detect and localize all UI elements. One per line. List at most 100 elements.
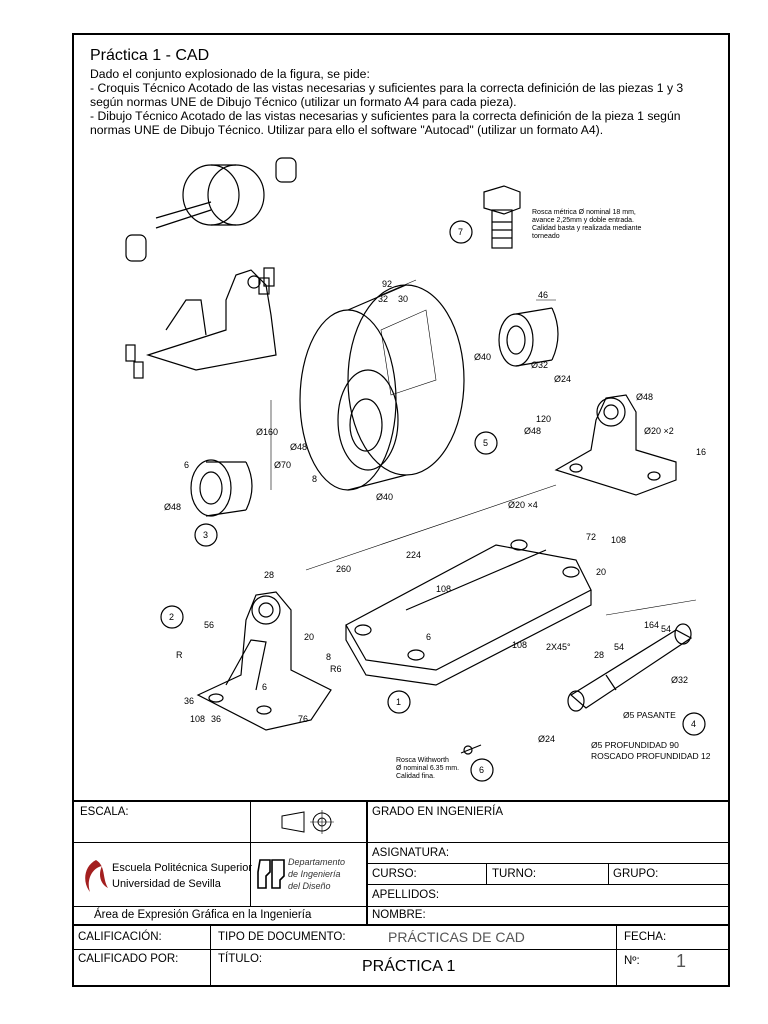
dim-d32b: Ø32 [671,675,688,685]
dim-d70: Ø70 [274,460,291,470]
department-line-1: Departamento [288,857,346,867]
grado-label: GRADO EN INGENIERÍA [372,806,503,818]
department-line-3: del Diseño [288,881,331,891]
part-number-balloons [160,220,706,782]
tb-line [486,863,487,884]
calificacion-label: CALIFICACIÓN: [78,931,162,943]
bolt-part-7 [483,185,521,249]
dim-6b: 6 [426,632,431,642]
tb-line [608,863,609,884]
dim-20: 20 [596,567,606,577]
dim-20b: 20 [304,632,314,642]
asignatura-label: ASIGNATURA: [372,847,450,859]
shaft-note-3: ROSCADO PROFUNDIDAD 12 [591,751,711,761]
dim-d48a: Ø48 [290,442,307,452]
dim-72: 72 [586,532,596,542]
bracket-part-2 [196,591,332,731]
assembly-overview-sketch [125,157,297,379]
dim-6c: 6 [262,682,267,692]
department-logo-icon [257,859,285,889]
dim-32: 32 [378,294,388,304]
screw-note-3: Calidad fina. [396,773,435,780]
school-logo-icon [85,860,108,892]
projection-symbol-icon [281,810,334,834]
instruction-line-5: normas UNE de Dibujo Técnico. Utilizar p… [90,123,604,137]
bracket-right [554,394,677,496]
dim-108: 108 [611,535,626,545]
dim-16: 16 [696,447,706,457]
dim-28: 28 [264,570,274,580]
dim-d48b: Ø48 [164,502,181,512]
tb-line [72,924,730,926]
screw-note-2: Ø nominal 6.35 mm. [396,765,459,772]
bolt-note-2: avance 2,25mm y doble entrada. [532,217,634,224]
instruction-line-1: Dado el conjunto explosionado de la figu… [90,67,370,81]
tipo-documento-value: PRÁCTICAS DE CAD [388,929,525,945]
tb-line [366,863,730,864]
instruction-line-2: - Croquis Técnico Acotado de las vistas … [90,81,684,95]
wheel-part-5 [299,284,465,491]
tb-line [366,842,730,843]
dim-d160: Ø160 [256,427,278,437]
part-number-5: 5 [483,438,488,448]
dim-164: 164 [644,620,659,630]
curso-label: CURSO: [372,868,417,880]
numero-value: 1 [676,951,687,971]
dim-8: 8 [312,474,317,484]
tb-line [210,924,211,987]
tb-line [72,906,730,907]
nombre-label: NOMBRE: [372,909,426,921]
dim-92: 92 [382,279,392,289]
part-number-4: 4 [691,719,696,729]
instruction-line-3: según normas UNE de Dibujo Técnico (util… [90,95,517,109]
escala-label: ESCALA: [80,806,129,818]
tb-line [72,800,730,802]
dim-108c: 108 [512,640,527,650]
titulo-value: PRÁCTICA 1 [362,958,456,975]
grupo-label: GRUPO: [613,868,659,880]
dim-46: 46 [538,290,548,300]
dim-8b: 8 [326,652,331,662]
part-number-3: 3 [203,530,208,540]
department-line-2: de Ingeniería [288,869,341,879]
bushing-part-3 [190,459,253,517]
dim-56: 56 [204,620,214,630]
shaft-note-2: Ø5 PROFUNDIDAD 90 [591,740,679,750]
dimension-labels: 92 32 30 46 Ø40 Ø32 Ø160 Ø70 Ø48 8 Ø40 6… [164,279,706,744]
shaft-part-4 [567,623,693,712]
dimension-lines [270,279,697,616]
dim-2x45: 2X45° [546,642,571,652]
dim-108d: 108 [190,714,205,724]
bushing-part-top [498,307,559,367]
dim-d48d: Ø48 [524,426,541,436]
dim-d24: Ø24 [554,374,571,384]
fecha-label: FECHA: [624,931,667,943]
part-number-2: 2 [169,612,174,622]
dim-d40b: Ø40 [376,492,393,502]
screw-note-1: Rosca Withworth [396,757,449,764]
drawing-sheet-border [72,33,730,987]
part-number-1: 1 [396,697,401,707]
exercise-title: Práctica 1 - CAD [90,47,210,64]
part-number-7: 7 [458,227,463,237]
title-block: ESCALA: GRADO EN INGENIERÍA ASIGNATURA: … [72,800,730,987]
school-name-1: Escuela Politécnica Superior [112,862,253,874]
area-label: Área de Expresión Gráfica en la Ingenier… [94,909,312,921]
dim-36b: 36 [211,714,221,724]
tb-line [616,924,617,987]
part-number-6: 6 [479,765,484,775]
apellidos-label: APELLIDOS: [372,889,440,901]
tb-line [250,800,251,906]
calificado-por-label: CALIFICADO POR: [78,953,179,965]
dim-76: 76 [298,714,308,724]
school-name-2: Universidad de Sevilla [112,878,221,890]
tb-line [72,842,366,843]
tb-line [366,800,368,924]
dim-224: 224 [406,550,421,560]
dim-54: 54 [661,624,671,634]
shaft-note-1: Ø5 PASANTE [623,710,676,720]
dim-R6: R6 [330,664,342,674]
dim-d40a: Ø40 [474,352,491,362]
dim-260: 260 [336,564,351,574]
dim-d48c: Ø48 [636,392,653,402]
